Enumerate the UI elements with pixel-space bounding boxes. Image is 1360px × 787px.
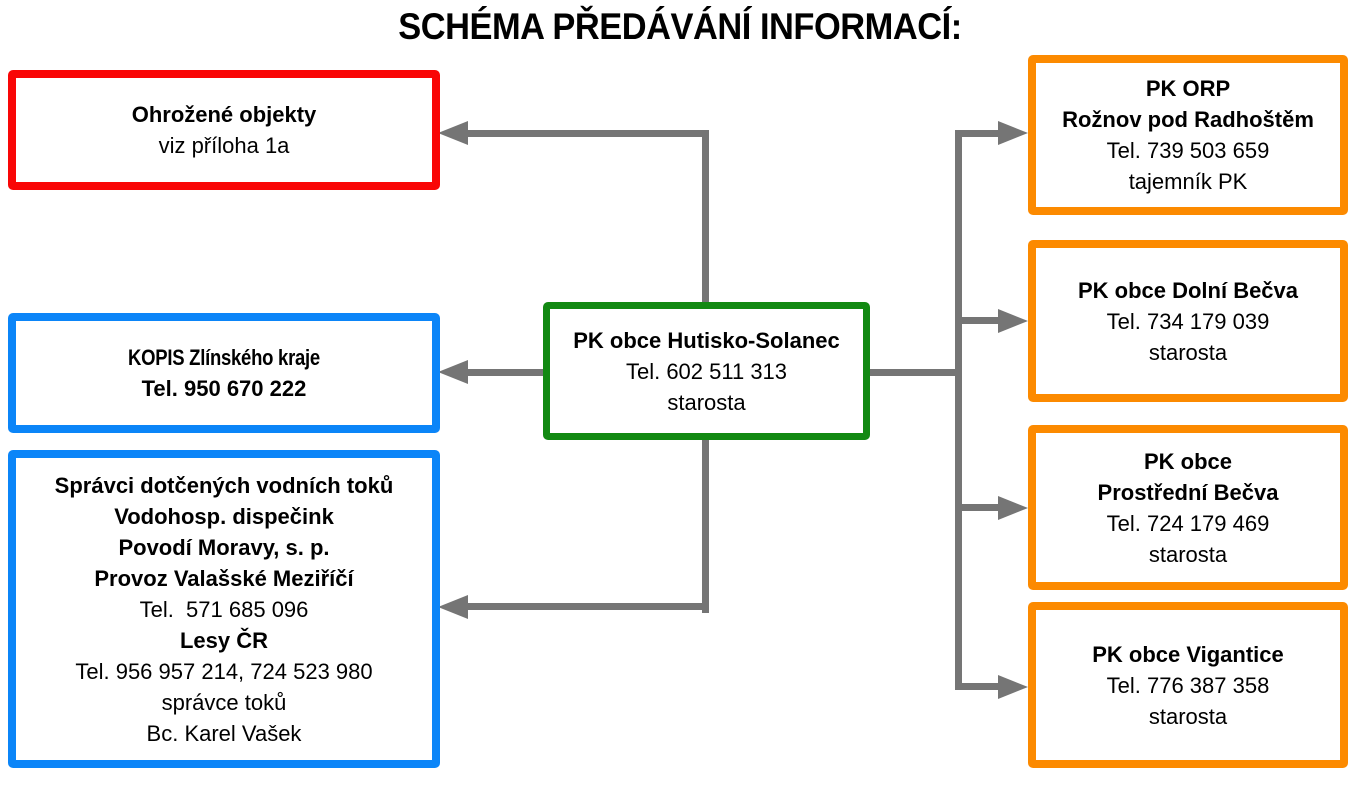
box-center-role: starosta <box>667 389 746 415</box>
box-vigantice-phone: Tel. 776 387 358 <box>1106 672 1270 698</box>
arrowhead-to-vigantice-icon <box>998 675 1028 699</box>
box-ohrozene-objekty: Ohrožené objekty viz příloha 1a <box>8 70 440 190</box>
box-orp-role: tajemník PK <box>1128 169 1248 194</box>
box-pk-prostredni-becva: PK obce Prostřední Bečva Tel. 724 179 46… <box>1028 425 1348 590</box>
box-spravci-phone-2: Tel. 956 957 214, 724 523 980 <box>75 658 373 684</box>
box-spravci-toku: Správci dotčených vodních toků Vodohosp.… <box>8 450 440 768</box>
connector-branch-vigantice <box>955 683 1000 690</box>
box-kopis-title: KOPIS Zlínského kraje <box>128 345 320 370</box>
arrowhead-to-spravci-icon <box>438 595 468 619</box>
arrowhead-to-orp-icon <box>998 121 1028 145</box>
box-dolni-role: starosta <box>1148 339 1228 365</box>
box-orp-title: PK ORP <box>1145 76 1231 101</box>
box-vigantice-title: PK obce Vigantice <box>1092 641 1284 667</box>
box-prostredni-title: PK obce <box>1143 448 1233 474</box>
box-center-title: PK obce Hutisko-Solanec <box>573 327 840 353</box>
connector-branch-dolni-becva <box>955 317 1000 324</box>
box-kopis-phone: Tel. 950 670 222 <box>141 376 307 401</box>
connector-right-horizontal <box>868 369 962 376</box>
box-ohrozene-note: viz příloha 1a <box>158 133 290 158</box>
box-prostredni-phone: Tel. 724 179 469 <box>1106 510 1270 536</box>
box-prostredni-city: Prostřední Bečva <box>1097 479 1279 505</box>
box-spravci-role: správce toků <box>161 689 287 715</box>
diagram-title: SCHÉMA PŘEDÁVÁNÍ INFORMACÍ: <box>398 6 962 47</box>
box-pk-dolni-becva: PK obce Dolní Bečva Tel. 734 179 039 sta… <box>1028 240 1348 402</box>
connector-up-horizontal <box>462 130 709 137</box>
box-kopis: KOPIS Zlínského kraje Tel. 950 670 222 <box>8 313 440 433</box>
arrowhead-to-prostredni-becva-icon <box>998 496 1028 520</box>
box-pk-vigantice: PK obce Vigantice Tel. 776 387 358 staro… <box>1028 602 1348 768</box>
box-orp-city: Rožnov pod Radhoštěm <box>1062 107 1314 132</box>
connector-branch-orp <box>955 130 1000 137</box>
connector-kopis-horizontal <box>462 369 543 376</box>
box-vigantice-role: starosta <box>1148 703 1228 729</box>
connector-down-horizontal <box>462 603 709 610</box>
connector-up-vertical <box>702 130 709 302</box>
box-center-phone: Tel. 602 511 313 <box>625 358 788 384</box>
box-orp-phone: Tel. 739 503 659 <box>1106 138 1270 163</box>
box-spravci-dispecink: Vodohosp. dispečink <box>114 503 334 529</box>
box-spravci-title: Správci dotčených vodních toků <box>54 472 394 498</box>
connector-down-vertical <box>702 438 709 613</box>
connector-branch-prostredni-becva <box>955 504 1000 511</box>
box-spravci-povodi: Povodí Moravy, s. p. <box>118 534 330 560</box>
box-prostredni-role: starosta <box>1148 541 1228 567</box>
box-dolni-phone: Tel. 734 179 039 <box>1106 308 1270 334</box>
arrowhead-to-ohrozene-icon <box>438 121 468 145</box>
box-spravci-phone-1: Tel. 571 685 096 <box>139 596 309 622</box>
box-spravci-lesy: Lesy ČR <box>179 627 269 653</box>
box-spravci-person: Bc. Karel Vašek <box>146 720 302 746</box>
box-pk-orp-roznov: PK ORP Rožnov pod Radhoštěm Tel. 739 503… <box>1028 55 1348 215</box>
arrowhead-to-kopis-icon <box>438 360 468 384</box>
box-ohrozene-title: Ohrožené objekty <box>131 102 317 127</box>
connector-right-trunk <box>955 130 962 690</box>
arrowhead-to-dolni-becva-icon <box>998 309 1028 333</box>
box-dolni-title: PK obce Dolní Bečva <box>1077 277 1299 303</box>
box-spravci-provoz: Provoz Valašské Meziříčí <box>94 565 354 591</box>
box-pk-hutisko-solanec: PK obce Hutisko-Solanec Tel. 602 511 313… <box>543 302 870 440</box>
